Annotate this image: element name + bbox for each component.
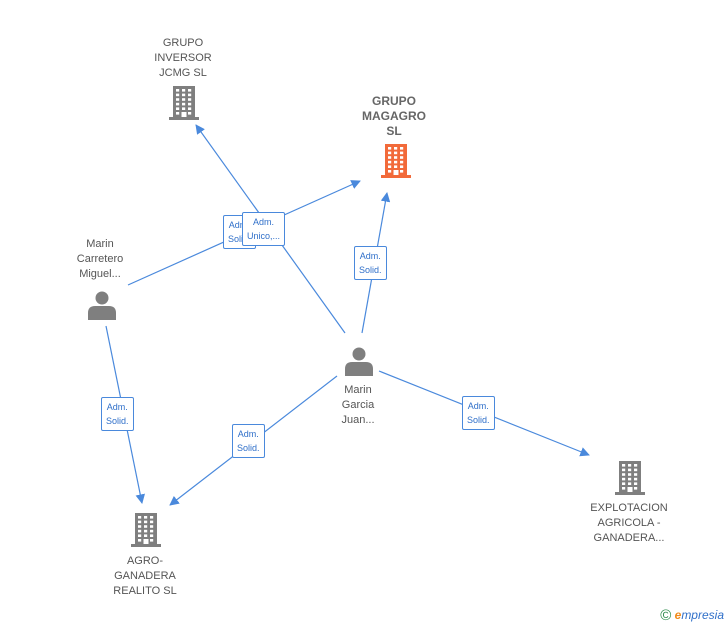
edge-label-marin_garcia-to-grupo_magagro[interactable]: Adm. Solid. <box>354 246 387 280</box>
building-icon-agro_ganadera[interactable] <box>131 513 161 547</box>
person-icon-marin_garcia[interactable] <box>345 347 373 377</box>
node-label-line: Marin <box>344 384 372 396</box>
copyright-symbol: © <box>660 607 672 624</box>
node-label-line: Carretero <box>76 253 124 265</box>
edge-label-marin_garcia-to-agro_ganadera[interactable]: Adm. Solid. <box>232 424 265 458</box>
edge-label-line: Adm. <box>253 217 275 227</box>
node-label-line: AGRO- <box>126 555 164 567</box>
node-label-explotacion[interactable]: EXPLOTACION AGRICOLA - GANADERA... <box>590 501 667 546</box>
edge-label-line: Adm. <box>237 429 259 439</box>
icons-layer <box>88 86 645 547</box>
edge-label-line: Solid. <box>359 265 382 275</box>
node-label-grupo_inversor[interactable]: GRUPO INVERSOR JCMG SL <box>154 36 211 81</box>
node-label-line: EXPLOTACION <box>590 502 668 514</box>
edge-label-line: Adm. <box>359 251 381 261</box>
brand-first-letter: e <box>674 608 682 622</box>
edge-label-line: Solid. <box>228 234 251 244</box>
edges-layer <box>105 124 590 506</box>
node-label-line: MAGAGRO <box>362 109 426 123</box>
edge-label-marin_garcia-to-explotacion[interactable]: Adm. Solid. <box>462 396 495 430</box>
node-label-line: REALITO SL <box>113 585 177 597</box>
node-label-line: Juan... <box>341 414 375 426</box>
edge-label-line: Solid. <box>467 415 490 425</box>
edge-label-marin_carretero-to-agro_ganadera[interactable]: Adm. Solid. <box>101 397 134 431</box>
node-label-line: INVERSOR <box>154 52 212 64</box>
node-label-line: Marin <box>86 238 114 250</box>
node-label-line: JCMG SL <box>159 67 207 79</box>
node-label-line: Miguel... <box>79 268 121 280</box>
edge-label-line: Solid. <box>106 416 129 426</box>
brand-name: mpresia <box>681 608 724 622</box>
edge-label-marin_carretero-to-grupo_magagro[interactable]: Adm. Unico,... <box>242 212 286 246</box>
building-icon-grupo_inversor[interactable] <box>169 86 199 120</box>
node-label-agro_ganadera[interactable]: AGRO- GANADERA REALITO SL <box>113 554 176 599</box>
node-label-line: AGRICOLA - <box>597 517 661 529</box>
edge-label-line: Adm. <box>106 402 128 412</box>
node-label-line: Garcia <box>341 399 375 411</box>
building-icon-grupo_magagro[interactable] <box>381 144 411 178</box>
node-label-line: GRUPO <box>371 94 416 108</box>
edge-label-line: Unico,... <box>247 231 281 241</box>
node-label-line: GANADERA <box>114 570 176 582</box>
node-label-line: GANADERA... <box>593 532 665 544</box>
edge-label-line: Adm. <box>228 220 250 230</box>
building-icon-explotacion[interactable] <box>615 461 645 495</box>
edge-label-line: Solid. <box>237 443 260 453</box>
node-label-line: GRUPO <box>162 37 204 49</box>
person-icon-marin_carretero[interactable] <box>88 291 116 321</box>
node-label-line: SL <box>386 124 402 138</box>
footer-brand[interactable]: © empresia <box>660 607 724 624</box>
edge-label-line: Adm. <box>467 401 489 411</box>
